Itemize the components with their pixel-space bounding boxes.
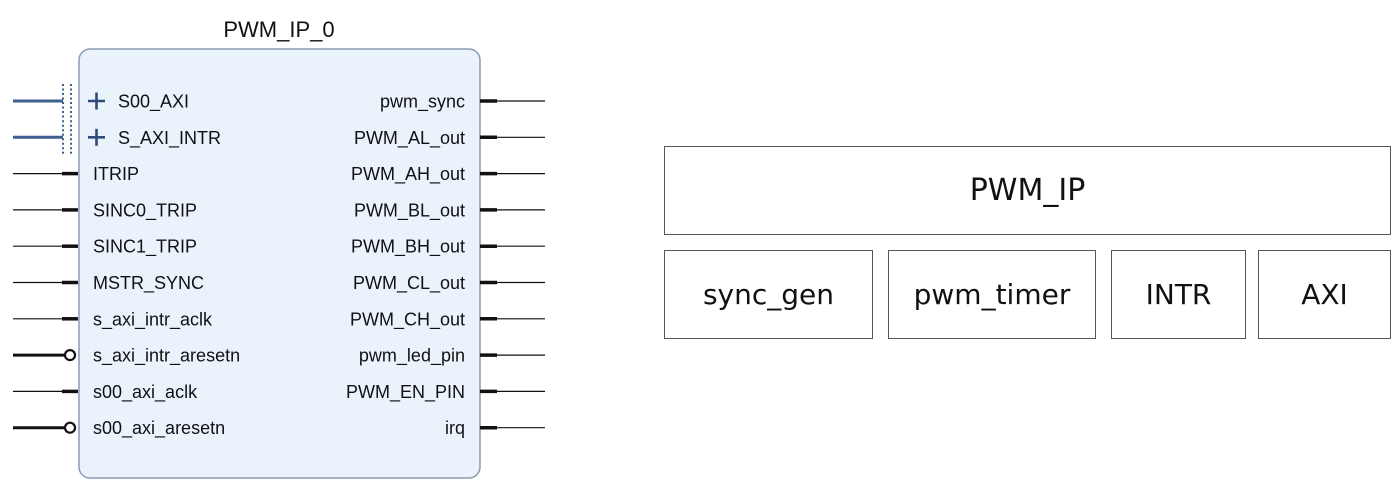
- right-port[interactable]: pwm_sync: [380, 92, 545, 113]
- right-port-label: PWM_AL_out: [354, 128, 465, 149]
- left-port-label: S_AXI_INTR: [118, 128, 221, 149]
- active-low-bubble-icon: [63, 349, 77, 362]
- right-port-label: PWM_BL_out: [354, 200, 465, 221]
- pwm-ip-block-symbol: PWM_IP_0 S00_AXI S_AXI_INTR ITRIP SINC0_TRI…: [13, 17, 545, 479]
- left-port[interactable]: s_axi_intr_aresetn: [13, 346, 240, 367]
- right-port-label: irq: [445, 418, 465, 438]
- left-port-label: MSTR_SYNC: [93, 273, 204, 294]
- right-port[interactable]: irq: [445, 418, 545, 438]
- right-port[interactable]: PWM_BL_out: [354, 200, 545, 221]
- expand-plus-icon[interactable]: [88, 92, 105, 110]
- right-port[interactable]: PWM_AL_out: [354, 128, 545, 149]
- right-port[interactable]: pwm_led_pin: [359, 346, 545, 367]
- active-low-bubble-icon: [63, 421, 77, 434]
- left-port[interactable]: S_AXI_INTR: [13, 120, 221, 155]
- ip-block-title: PWM_IP_0: [223, 17, 334, 42]
- left-port[interactable]: ITRIP: [13, 164, 139, 184]
- ip-block-body[interactable]: [78, 48, 481, 479]
- left-port-label: s00_axi_aclk: [93, 382, 198, 403]
- left-port[interactable]: s00_axi_aclk: [13, 382, 198, 403]
- left-port-label: S00_AXI: [118, 92, 189, 113]
- right-port-group: pwm_syncPWM_AL_outPWM_AH_outPWM_BL_outPW…: [346, 92, 545, 438]
- right-port-label: pwm_sync: [380, 92, 465, 113]
- left-port[interactable]: s00_axi_aresetn: [13, 418, 225, 439]
- right-port[interactable]: PWM_AH_out: [351, 164, 545, 185]
- left-port-group: S00_AXI S_AXI_INTR ITRIP SINC0_TRIP SINC1_TR…: [13, 84, 240, 439]
- left-port[interactable]: s_axi_intr_aclk: [13, 309, 213, 330]
- right-port-label: PWM_AH_out: [351, 164, 465, 185]
- right-port-label: PWM_CH_out: [350, 309, 465, 330]
- hierarchy-module-axi: AXI: [1258, 250, 1391, 339]
- right-port[interactable]: PWM_BH_out: [351, 237, 545, 258]
- right-port-label: PWM_EN_PIN: [346, 382, 465, 403]
- hierarchy-top-module: PWM_IP: [664, 146, 1391, 235]
- right-port-label: PWM_BH_out: [351, 237, 465, 258]
- left-port-label: SINC0_TRIP: [93, 200, 197, 221]
- right-port-label: PWM_CL_out: [353, 273, 465, 294]
- left-port-label: SINC1_TRIP: [93, 237, 197, 258]
- right-port[interactable]: PWM_CH_out: [350, 309, 545, 330]
- right-port[interactable]: PWM_CL_out: [353, 273, 545, 294]
- right-port[interactable]: PWM_EN_PIN: [346, 382, 545, 403]
- left-port-label: s_axi_intr_aclk: [93, 309, 213, 330]
- left-port-label: s_axi_intr_aresetn: [93, 346, 240, 367]
- left-port[interactable]: MSTR_SYNC: [13, 273, 204, 294]
- left-port[interactable]: SINC0_TRIP: [13, 200, 197, 221]
- left-port[interactable]: S00_AXI: [13, 84, 189, 118]
- left-port-label: ITRIP: [93, 164, 139, 184]
- hierarchy-module-sync-gen: sync_gen: [664, 250, 873, 339]
- expand-plus-icon[interactable]: [88, 128, 105, 146]
- hierarchy-module-pwm-timer: pwm_timer: [888, 250, 1096, 339]
- right-port-label: pwm_led_pin: [359, 346, 465, 367]
- left-port-label: s00_axi_aresetn: [93, 418, 225, 439]
- hierarchy-module-intr: INTR: [1111, 250, 1246, 339]
- left-port[interactable]: SINC1_TRIP: [13, 237, 197, 258]
